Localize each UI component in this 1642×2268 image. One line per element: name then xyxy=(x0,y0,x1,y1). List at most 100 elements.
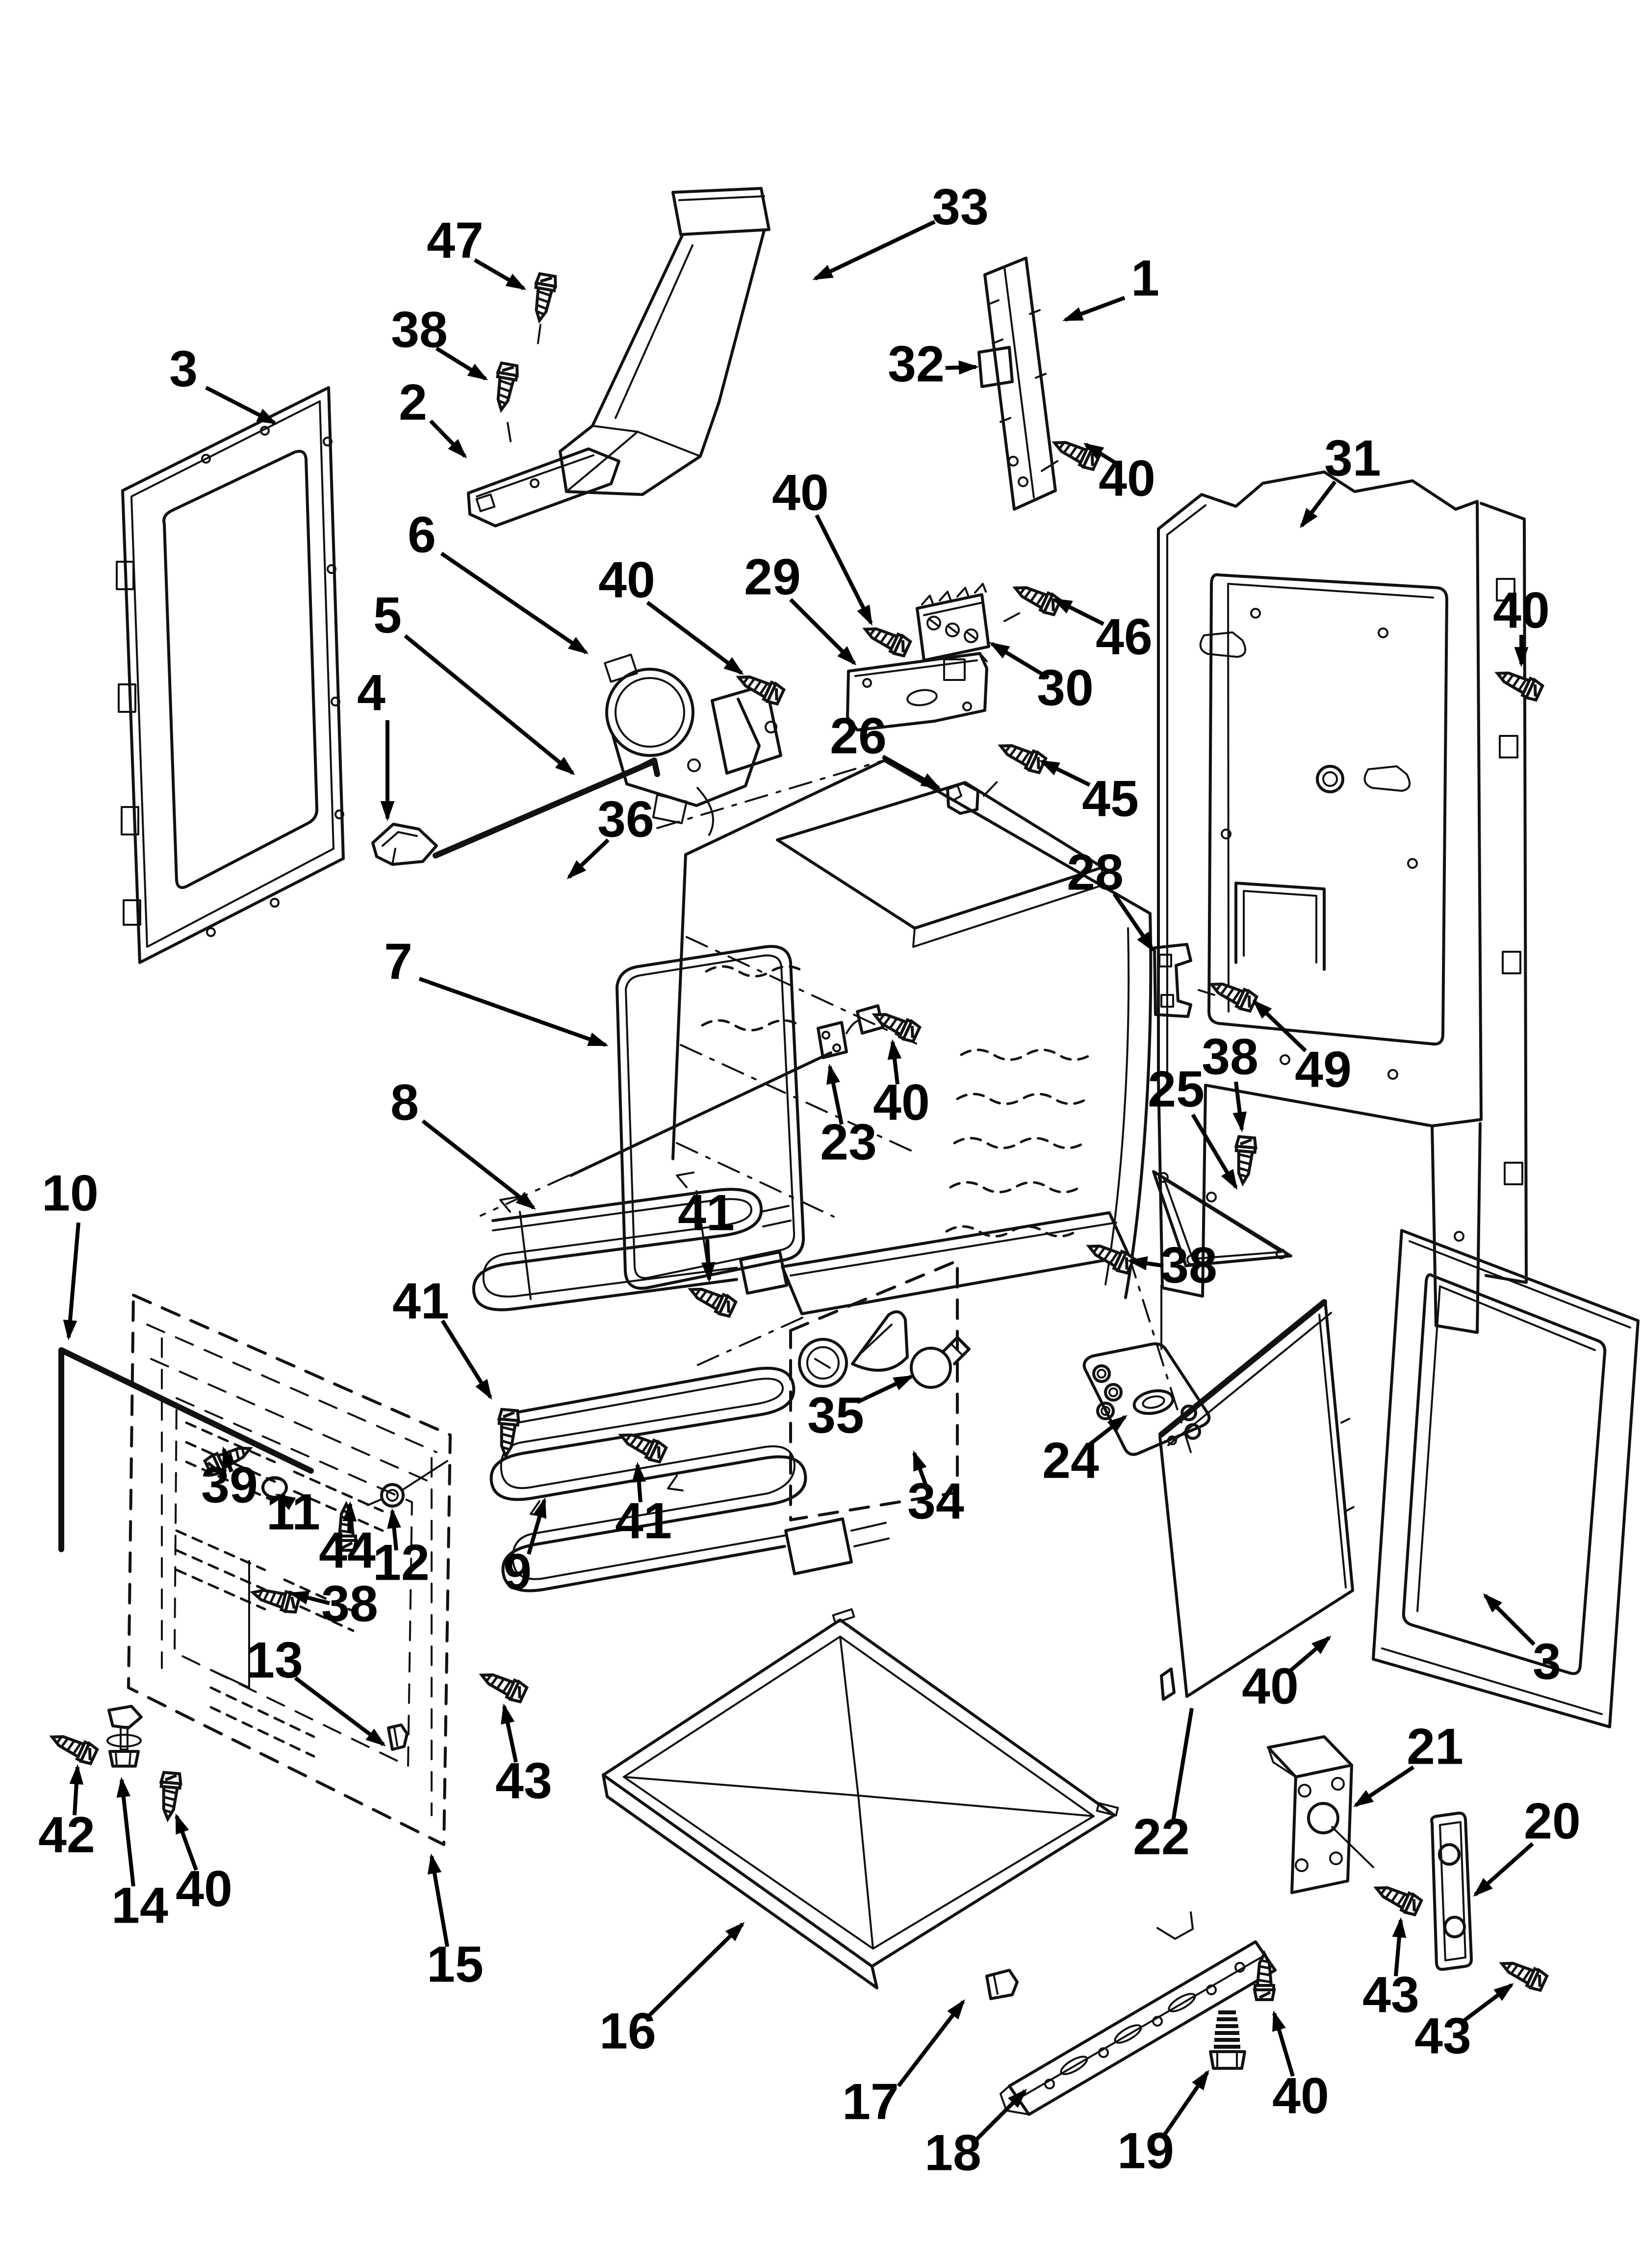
callout-18-18: 18 xyxy=(924,2124,981,2181)
callout-40-47: 40 xyxy=(1242,1658,1299,1715)
callout-25-25: 25 xyxy=(1148,1061,1205,1118)
leader-line-25-25 xyxy=(1191,1113,1238,1190)
callout-10-10: 10 xyxy=(42,1165,99,1222)
leader-line-40-45 xyxy=(887,1039,902,1085)
callout-22-22: 22 xyxy=(1133,1808,1190,1865)
callout-5-5: 5 xyxy=(373,587,402,644)
rear-panel xyxy=(1157,470,1528,1334)
callout-45-57: 45 xyxy=(1082,770,1139,827)
left-side-panel xyxy=(116,386,345,964)
oven-cavity xyxy=(656,759,1192,1453)
leader-line-42-52 xyxy=(69,1764,84,1816)
hex-screw-2 xyxy=(1051,434,1101,471)
leader-line-44-56 xyxy=(342,1501,357,1533)
leader-line-3-3 xyxy=(1483,1593,1536,1646)
leader-line-35-34 xyxy=(856,1375,914,1404)
hex-screw-4 xyxy=(1011,579,1061,616)
support-bracket xyxy=(846,652,988,731)
leader-line-43-54 xyxy=(1392,1917,1407,1977)
callout-17-17: 17 xyxy=(842,2073,899,2130)
leader-line-21-21 xyxy=(1353,1765,1415,1807)
hex-screw-3 xyxy=(1493,664,1543,702)
hex-screw-5 xyxy=(861,620,911,657)
callout-19-19: 19 xyxy=(1117,2122,1174,2179)
anti-tip-bracket xyxy=(977,257,1062,511)
hex-screw-1 xyxy=(491,363,519,412)
terminal-block xyxy=(916,583,1020,681)
callout-3-3: 3 xyxy=(1533,1633,1561,1690)
callout-6-6: 6 xyxy=(408,506,436,563)
callout-38-36: 38 xyxy=(391,301,448,358)
leader-line-40-41 xyxy=(1083,443,1116,464)
leader-line-6-6 xyxy=(440,551,589,654)
hex-screw-11 xyxy=(1085,1237,1135,1275)
leader-line-40-44 xyxy=(646,600,744,675)
leader-line-28-27 xyxy=(1112,892,1155,953)
callout-13-13: 13 xyxy=(246,1632,303,1689)
leader-line-7-7 xyxy=(418,977,609,1047)
cavity-clip xyxy=(946,774,1004,815)
callout-28-27: 28 xyxy=(1067,844,1124,901)
top-insulation xyxy=(776,781,1104,930)
leader-line-19-19 xyxy=(1162,2069,1209,2137)
leader-line-20-20 xyxy=(1473,1842,1534,1897)
light-socket xyxy=(851,1310,909,1372)
leader-line-1-0 xyxy=(1062,296,1126,322)
leader-line-3-2 xyxy=(205,386,278,425)
grommet xyxy=(261,1476,288,1499)
latch-keeper xyxy=(1153,943,1215,1018)
callout-39-40: 39 xyxy=(201,1457,258,1513)
callout-41-49: 41 xyxy=(678,1184,735,1241)
callout-9-9: 9 xyxy=(503,1543,532,1600)
callout-31-30: 31 xyxy=(1324,430,1381,487)
temperature-sensor xyxy=(569,1004,884,1177)
callout-43-55: 43 xyxy=(1414,2007,1471,2064)
callout-30-29: 30 xyxy=(1037,659,1094,716)
front-clip xyxy=(985,1969,1019,2000)
leader-line-33-32 xyxy=(812,220,936,281)
leader-line-43-55 xyxy=(1463,1983,1514,2022)
hex-screw-19 xyxy=(158,1772,181,1820)
callout-41-51: 41 xyxy=(615,1492,672,1549)
leader-line-36-35 xyxy=(566,838,610,880)
callout-46-58: 46 xyxy=(1096,608,1153,665)
oven-light-assembly xyxy=(789,1259,971,1521)
callout-29-28: 29 xyxy=(744,548,801,605)
leader-line-11-11 xyxy=(275,1493,296,1511)
leader-line-38-39 xyxy=(288,1590,330,1605)
callout-36-35: 36 xyxy=(597,791,654,848)
anti-tip-label xyxy=(977,346,1014,388)
door-gasket xyxy=(616,945,805,1290)
leader-line-13-13 xyxy=(294,1676,386,1747)
leader-line-10-10 xyxy=(63,1222,80,1341)
spacer-strip xyxy=(1430,1811,1473,1971)
leader-line-26-26 xyxy=(882,755,942,790)
leader-line-9-9 xyxy=(527,1497,547,1555)
callout-43-53: 43 xyxy=(495,1752,552,1809)
right-side-panel xyxy=(1372,1229,1640,1728)
callout-40-42: 40 xyxy=(1493,582,1550,639)
callout-24-24: 24 xyxy=(1042,1432,1099,1489)
leader-line-49-60 xyxy=(1252,999,1307,1052)
callout-14-14: 14 xyxy=(111,1877,168,1934)
hex-screw-18 xyxy=(48,1728,98,1765)
leader-line-40-46 xyxy=(175,1813,198,1871)
leader-line-18-18 xyxy=(975,2088,1027,2140)
callout-20-20: 20 xyxy=(1524,1793,1581,1850)
leader-line-16-16 xyxy=(647,1922,745,2018)
push-fastener xyxy=(367,1460,448,1508)
callout-40-43: 40 xyxy=(772,464,829,521)
callout-16-16: 16 xyxy=(599,2003,656,2059)
callout-42-52: 42 xyxy=(38,1806,95,1863)
callout-38-38: 38 xyxy=(1160,1237,1217,1294)
hex-screw-20 xyxy=(478,1666,528,1703)
leader-line-39-40 xyxy=(222,1446,236,1473)
brace xyxy=(1152,1170,1292,1267)
callout-23-23: 23 xyxy=(820,1114,877,1171)
callout-35-34: 35 xyxy=(807,1387,864,1444)
callout-34-33: 34 xyxy=(907,1473,964,1530)
hex-screw-22 xyxy=(1498,1955,1548,1992)
callout-44-56: 44 xyxy=(319,1522,376,1579)
